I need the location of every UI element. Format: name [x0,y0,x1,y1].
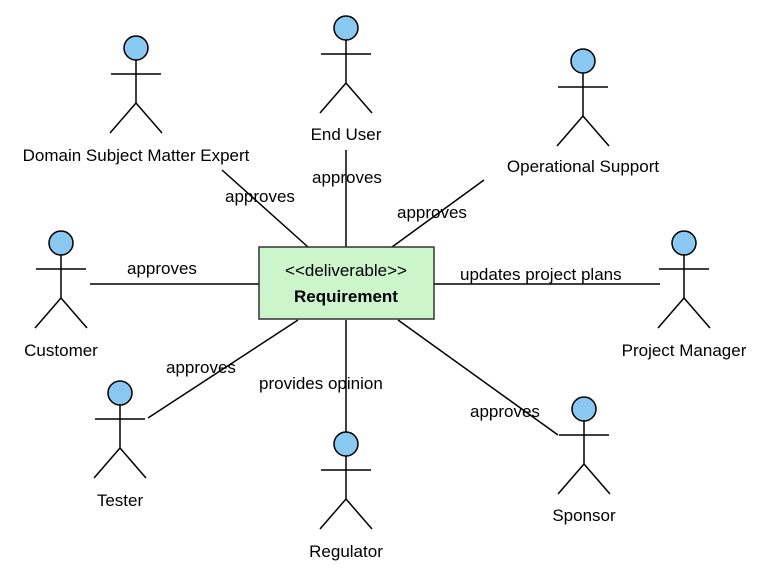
requirement-box-rect [258,246,435,320]
actor-left-leg [34,297,62,329]
requirement-name: Requirement [294,287,398,306]
relation-labels: approves approves approves approves upda… [127,168,622,421]
actor-head-icon [123,35,149,61]
actor-right-leg [345,82,373,114]
actor-left-leg [556,115,584,147]
line-tester [147,319,299,419]
actor-name-customer: Customer [24,341,98,360]
actor-names: End User Domain Subject Matter Expert Op… [23,125,747,561]
actor-name-regulator: Regulator [309,542,383,561]
actor-head-icon [107,380,133,406]
actor-head-icon [570,48,596,74]
actor-right-leg [60,297,88,329]
actor-right-leg [582,115,610,147]
actor-end-user[interactable] [319,15,373,114]
actor-left-leg [319,82,347,114]
association-lines [90,150,660,436]
label-end-user: approves [312,168,382,187]
actors [34,15,711,530]
label-domain-sme: approves [225,187,295,206]
actor-tester[interactable] [93,380,147,479]
label-project-manager: updates project plans [460,265,622,284]
line-domain-sme [221,169,309,248]
actor-head-icon [333,15,359,41]
label-regulator: provides opinion [259,374,383,393]
actor-project-manager[interactable] [657,230,711,329]
actor-head-icon [333,431,359,457]
line-sponsor [397,319,559,436]
actor-name-domain-sme: Domain Subject Matter Expert [23,146,250,165]
actor-operational-support[interactable] [556,48,610,147]
actor-name-project-manager: Project Manager [622,341,747,360]
line-operational-support [391,179,485,248]
actor-right-leg [345,498,373,530]
actor-customer[interactable] [34,230,88,329]
actor-name-tester: Tester [97,491,144,510]
label-tester: approves [166,358,236,377]
actor-right-leg [583,463,611,495]
actor-left-leg [557,463,585,495]
actor-left-leg [657,297,685,329]
actor-left-leg [319,498,347,530]
actor-head-icon [671,230,697,256]
actor-name-sponsor: Sponsor [552,506,616,525]
actor-right-leg [119,447,147,479]
actor-left-leg [109,102,137,134]
actor-left-leg [93,447,121,479]
actor-head-icon [571,396,597,422]
actor-sponsor[interactable] [557,396,611,495]
actor-name-operational-support: Operational Support [507,157,659,176]
requirement-stereotype: <<deliverable>> [285,261,407,280]
requirement-box[interactable]: <<deliverable>> Requirement [258,246,435,320]
actor-right-leg [135,102,163,134]
label-sponsor: approves [470,402,540,421]
label-customer: approves [127,259,197,278]
actor-right-leg [683,297,711,329]
actor-domain-sme[interactable] [109,35,163,134]
actor-head-icon [48,230,74,256]
actor-name-end-user: End User [311,125,382,144]
label-operational-support: approves [397,203,467,222]
actor-regulator[interactable] [319,431,373,530]
